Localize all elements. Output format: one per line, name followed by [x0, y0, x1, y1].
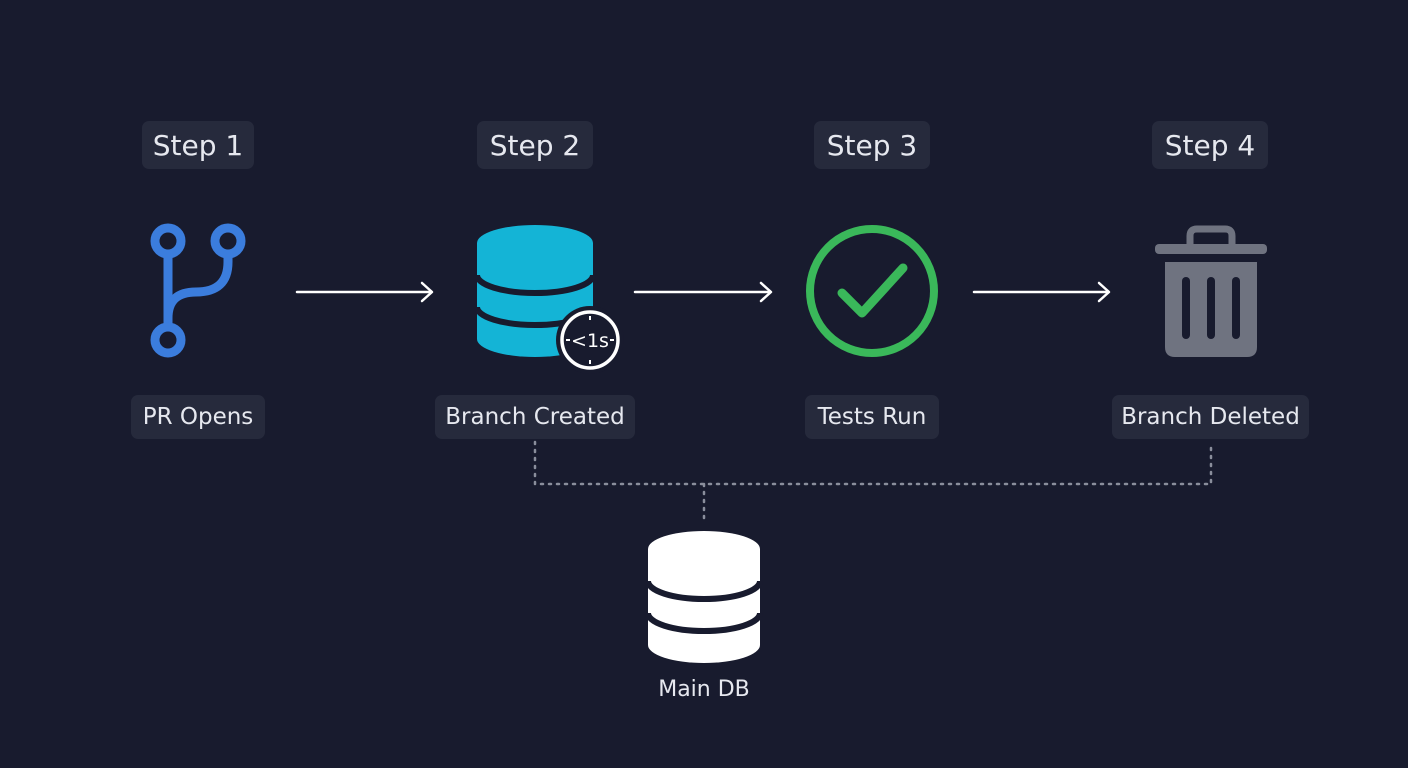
tests-run-caption: Tests Run: [805, 395, 939, 439]
arrow-1-to-2: [295, 281, 434, 303]
step-3-label: Step 3: [814, 121, 930, 169]
arrow-2-to-3: [633, 281, 773, 303]
branch-created-caption: Branch Created: [435, 395, 635, 439]
trash-icon: [1155, 225, 1267, 357]
pr-opens-caption: PR Opens: [131, 395, 265, 439]
dotted-connector: [533, 440, 1213, 526]
step-4-label: Step 4: [1152, 121, 1268, 169]
step-2-label: Step 2: [477, 121, 593, 169]
step-1-label: Step 1: [142, 121, 254, 169]
checkmark-circle-icon: [806, 225, 938, 357]
stopwatch-icon: <1s: [556, 306, 624, 374]
main-db-icon: [645, 531, 763, 663]
branch-time-badge: <1s: [571, 330, 609, 352]
git-branch-icon: [150, 223, 246, 358]
arrow-3-to-4: [972, 281, 1111, 303]
main-db-label: Main DB: [658, 677, 750, 702]
branch-deleted-caption: Branch Deleted: [1112, 395, 1309, 439]
